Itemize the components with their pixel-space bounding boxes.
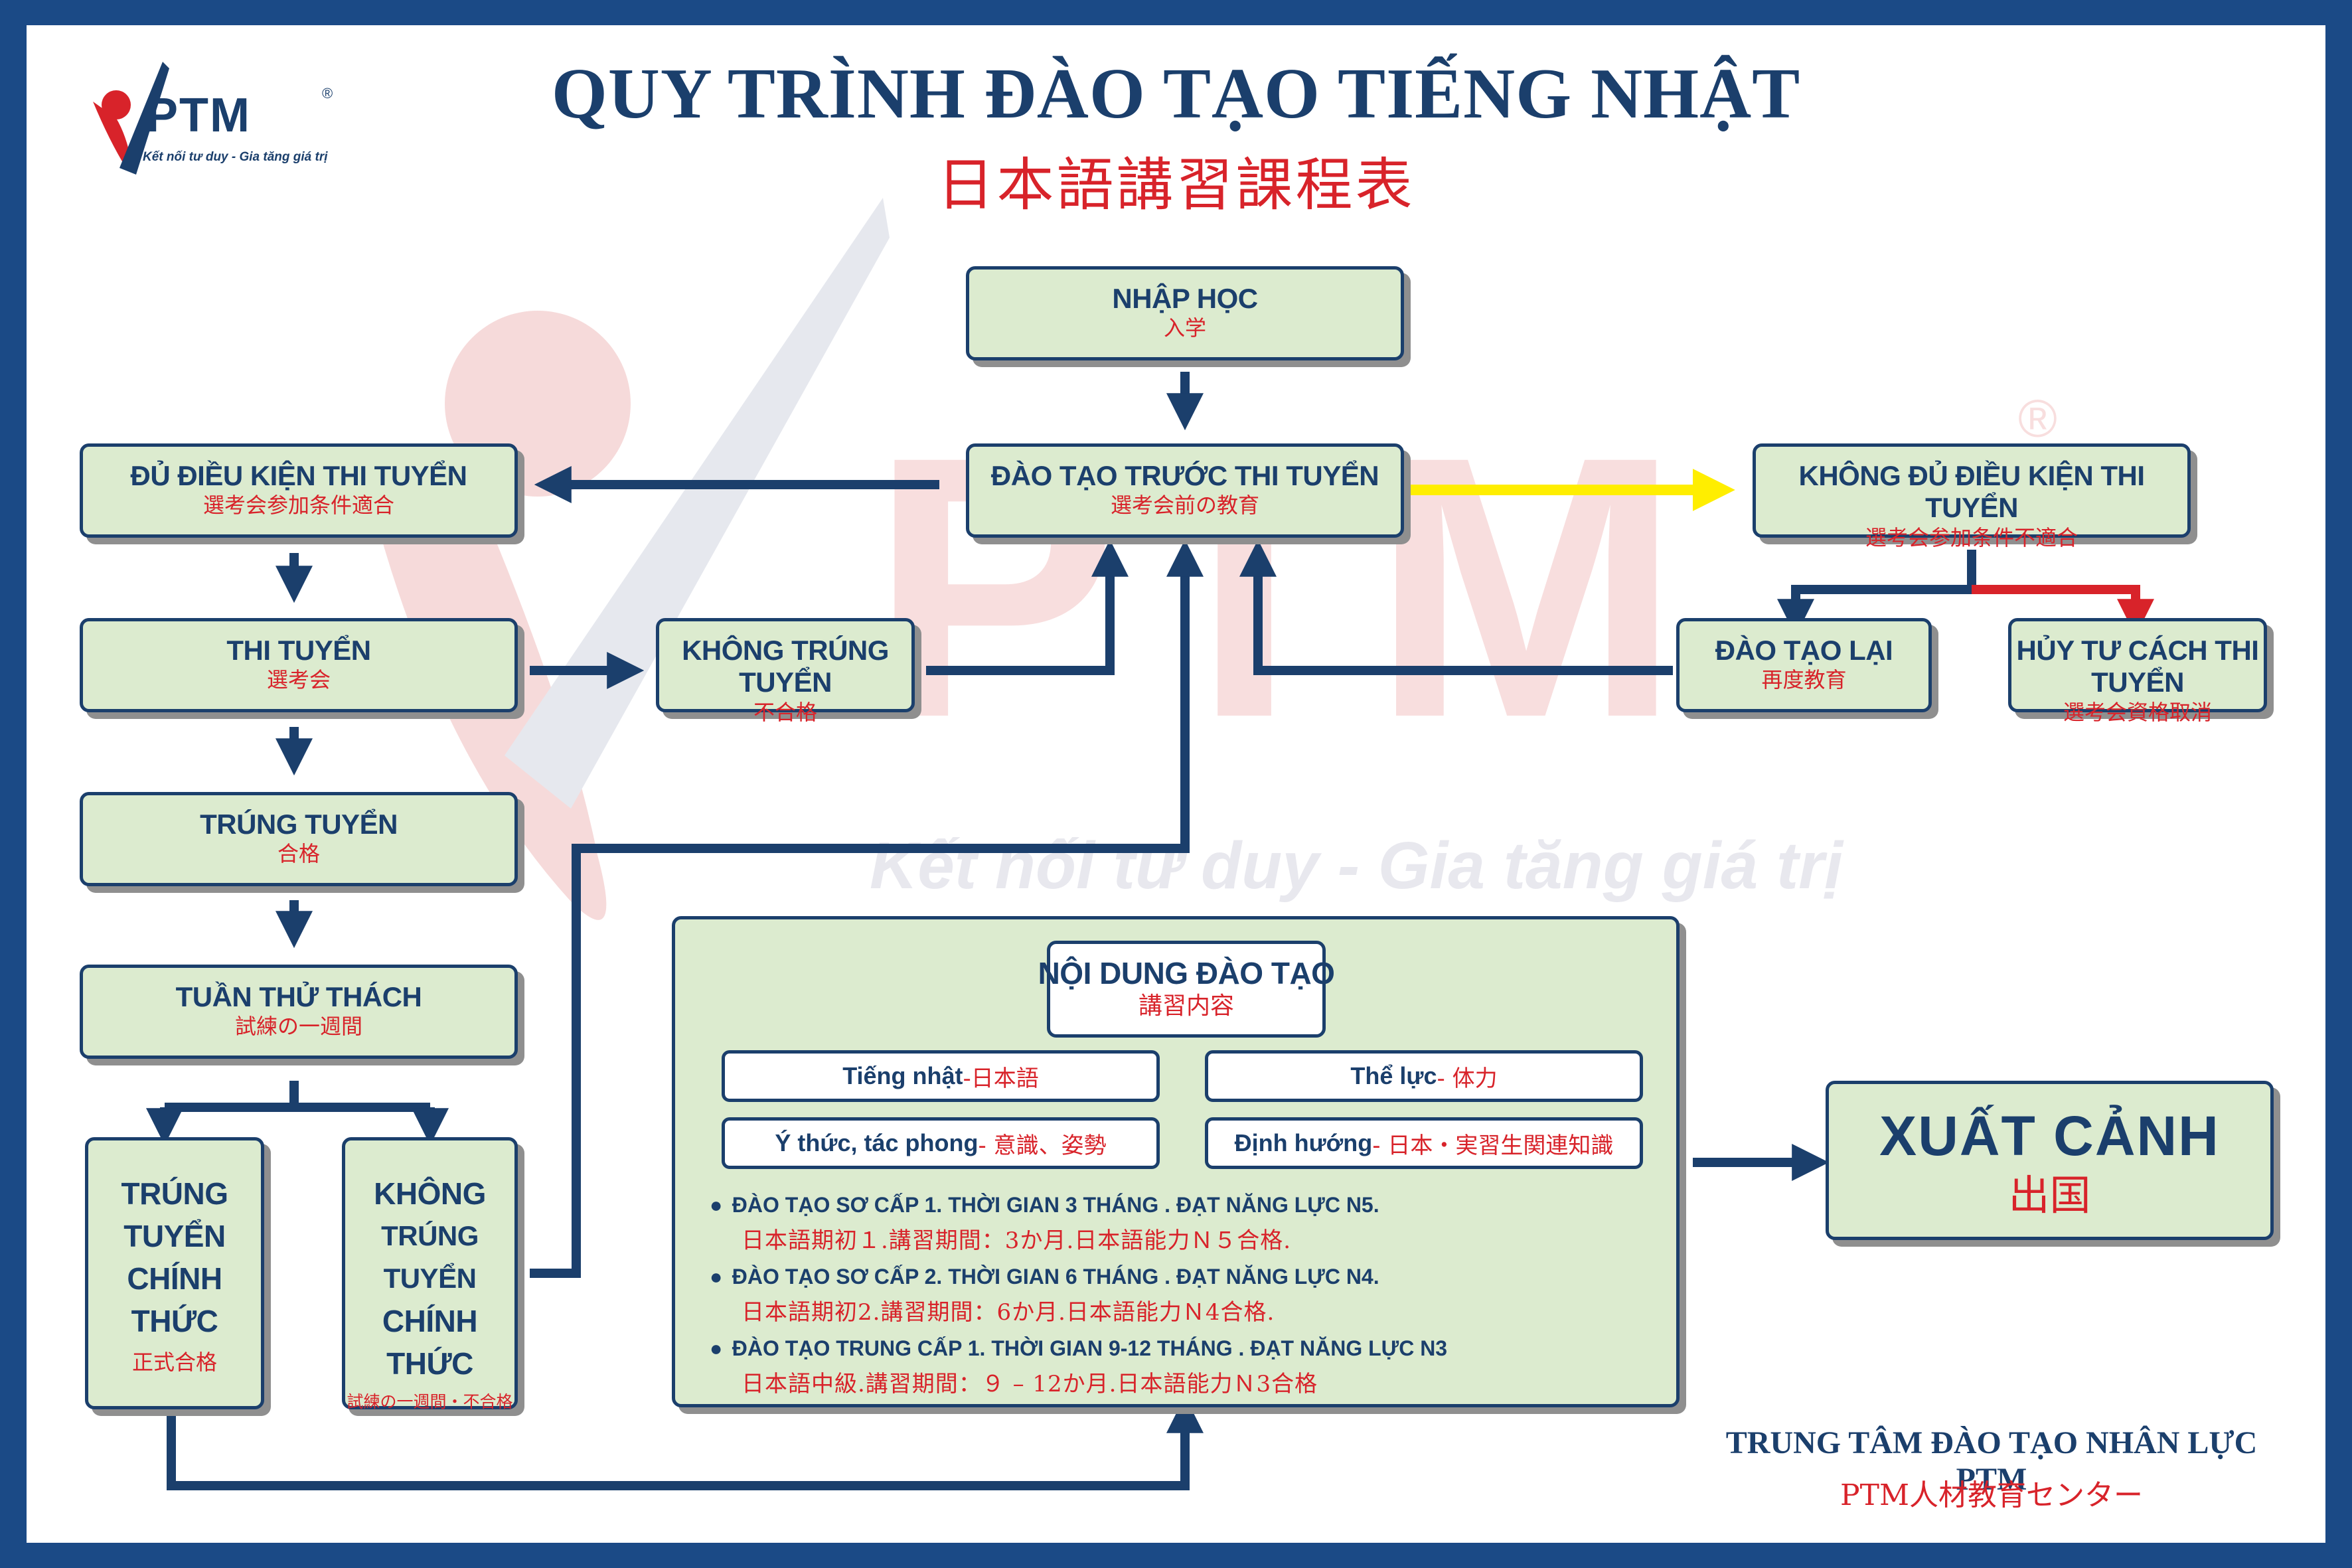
node-huy-tu-cach-vi: HỦY TƯ CÁCH THI TUYỂN: [2016, 635, 2259, 698]
node-huy-tu-cach-ja: 選考会資格取消: [2063, 699, 2212, 725]
node-khong-du-dieu-kien-vi: KHÔNG ĐỦ ĐIỀU KIỆN THI TUYỂN: [1798, 460, 2145, 524]
course-1-ja: 日本語期初１.講習期間：3か月.日本語能力Ｎ５合格.: [742, 1227, 1292, 1254]
node-khong-trung-tuyen: KHÔNG TRÚNG TUYỂN 不合格: [656, 618, 915, 725]
node-dao-tao-lai-ja: 再度教育: [1761, 667, 1847, 693]
chip-y-thuc: Ý thức, tác phong - 意識、姿勢: [722, 1117, 1160, 1169]
arrow-khongtrung-daotao: [926, 539, 1129, 675]
node-dao-tao-truoc-ja: 選考会前の教育: [1110, 493, 1259, 518]
course-list: ● ĐÀO TẠO SƠ CẤP 1. THỜI GIAN 3 THÁNG . …: [710, 1193, 1666, 1405]
node-thi-tuyen-vi: THI TUYỂN: [226, 635, 371, 666]
node-xuat-canh: XUẤT CẢNH 出国: [1826, 1081, 2274, 1240]
trung-tuyen-chinh-thuc-line-2: TUYỂN: [123, 1219, 226, 1253]
chip-the-luc: Thể lực - 体力: [1205, 1050, 1643, 1102]
node-nhap-hoc-vi: NHẬP HỌC: [1112, 283, 1258, 314]
chip-the-luc-ja: - 体力: [1437, 1065, 1498, 1092]
trung-tuyen-chinh-thuc-line-1: TRÚNG: [121, 1176, 228, 1211]
logo-tagline: Kết nối tư duy - Gia tăng giá trị: [143, 150, 328, 164]
khong-chinh-thuc-line-3: CHÍNH: [382, 1304, 478, 1338]
course-2: ● ĐÀO TẠO SƠ CẤP 2. THỜI GIAN 6 THÁNG . …: [710, 1265, 1379, 1289]
training-title-ja: 講習内容: [1138, 992, 1234, 1020]
training-title-vi: NỘI DUNG ĐÀO TẠO: [1038, 956, 1335, 991]
course-3-vi: ĐÀO TẠO TRUNG CẤP 1. THỜI GIAN 9-12 THÁN…: [732, 1336, 1448, 1360]
node-trung-tuyen-vi: TRÚNG TUYỂN: [200, 809, 398, 840]
chip-dinh-huong: Định hướng - 日本・実習生関連知識: [1205, 1117, 1643, 1169]
course-2-ja: 日本語期初2.講習期間：6か月.日本語能力Ｎ4合格.: [742, 1299, 1275, 1326]
node-khong-trung-tuyen-chinh-thuc: KHÔNG TRÚNG TUYỂN CHÍNH THỨC 試練の一週間・不合格: [342, 1137, 518, 1411]
flow-connectors: [146, 372, 2154, 1490]
course-3-ja: 日本語中級.講習期間：９ – 12か月.日本語能力Ｎ3合格: [742, 1371, 1318, 1397]
arrow-daotaolai-daotao: [1239, 539, 1673, 675]
khong-chinh-thuc-ja: 試練の一週間・不合格: [347, 1392, 513, 1411]
arrow-chinhthuc-noidung: [167, 1395, 1204, 1490]
node-dao-tao-lai: ĐÀO TẠO LẠI 再度教育: [1676, 618, 1932, 712]
chip-tieng-nhat-ja: -日本語: [963, 1065, 1039, 1092]
training-content-panel: NỘI DUNG ĐÀO TẠO 講習内容 Tiếng nhật-日本語 Thể…: [672, 916, 1680, 1407]
training-title: NỘI DUNG ĐÀO TẠO 講習内容: [1038, 941, 1335, 1038]
course-1-bullet: ●: [710, 1193, 723, 1217]
chip-dinh-huong-ja: - 日本・実習生関連知識: [1372, 1132, 1614, 1159]
ptm-logo: [93, 62, 169, 175]
node-du-dieu-kien-ja: 選考会参加条件適合: [202, 493, 394, 518]
course-2-ja-row: 日本語期初2.講習期間：6か月.日本語能力Ｎ4合格.: [742, 1294, 1275, 1326]
node-thi-tuyen-ja: 選考会: [266, 667, 331, 693]
node-trung-tuyen-chinh-thuc: TRÚNG TUYỂN CHÍNH THỨC 正式合格: [85, 1137, 264, 1409]
node-nhap-hoc: NHẬP HỌC 入学: [966, 266, 1404, 360]
node-khong-trung-tuyen-ja: 不合格: [753, 699, 817, 725]
footer-center-vi: TRUNG TÂM ĐÀO TẠO NHÂN LỰC PTM: [1725, 1425, 2258, 1497]
arrow-khongdu-daotaolai: [1777, 550, 1976, 637]
course-2-vi: ĐÀO TẠO SƠ CẤP 2. THỜI GIAN 6 THÁNG . ĐẠ…: [732, 1265, 1379, 1289]
course-3: ● ĐÀO TẠO TRUNG CẤP 1. THỜI GIAN 9-12 TH…: [710, 1336, 1447, 1361]
logo-registered: ®: [322, 85, 333, 102]
node-huy-tu-cach: HỦY TƯ CÁCH THI TUYỂN 選考会資格取消: [2008, 618, 2267, 725]
node-khong-trung-tuyen-vi: KHÔNG TRÚNG TUYỂN: [682, 635, 889, 698]
node-thi-tuyen: THI TUYỂN 選考会: [80, 618, 518, 712]
chip-tieng-nhat-vi: Tiếng nhật: [842, 1062, 963, 1089]
chip-dinh-huong-vi: Định hướng: [1234, 1129, 1373, 1156]
chip-tieng-nhat: Tiếng nhật-日本語: [722, 1050, 1160, 1102]
node-dao-tao-lai-vi: ĐÀO TẠO LẠI: [1715, 635, 1893, 666]
khong-chinh-thuc-line-2: TRÚNG TUYỂN: [381, 1220, 479, 1294]
node-tuan-thu-thach-vi: TUẦN THỬ THÁCH: [175, 981, 422, 1012]
arrow-khongchinhthuc-daotao: [530, 539, 1204, 1278]
course-1-vi: ĐÀO TẠO SƠ CẤP 1. THỜI GIAN 3 THÁNG . ĐẠ…: [732, 1193, 1379, 1217]
node-dao-tao-truoc-thi-tuyen: ĐÀO TẠO TRƯỚC THI TUYỂN 選考会前の教育: [966, 443, 1404, 538]
page-subtitle: 日本語講習課程表: [937, 152, 1415, 218]
page-title: QUY TRÌNH ĐÀO TẠO TIẾNG NHẬT: [551, 54, 1801, 133]
node-dao-tao-truoc-vi: ĐÀO TẠO TRƯỚC THI TUYỂN: [990, 460, 1379, 491]
node-khong-du-dieu-kien-ja: 選考会参加条件不適合: [1865, 524, 2078, 550]
node-trung-tuyen: TRÚNG TUYỂN 合格: [80, 792, 518, 886]
node-nhap-hoc-ja: 入学: [1163, 315, 1206, 341]
khong-chinh-thuc-line-1: KHÔNG: [374, 1176, 486, 1211]
logo-brand: PTM: [146, 89, 251, 142]
chip-y-thuc-vi: Ý thức, tác phong: [775, 1129, 979, 1156]
trung-tuyen-chinh-thuc-line-4: THỨC: [131, 1304, 218, 1338]
arrow-tuanthuthach-split: [160, 1081, 435, 1127]
node-tuan-thu-thach-ja: 試練の一週間: [234, 1014, 362, 1040]
node-du-dieu-kien: ĐỦ ĐIỀU KIỆN THI TUYỂN 選考会参加条件適合: [80, 443, 518, 538]
khong-chinh-thuc-line-4: THỨC: [386, 1346, 473, 1381]
xuat-canh-vi: XUẤT CẢNH: [1879, 1105, 2220, 1167]
node-trung-tuyen-ja: 合格: [277, 841, 320, 867]
node-khong-du-dieu-kien: KHÔNG ĐỦ ĐIỀU KIỆN THI TUYỂN 選考会参加条件不適合: [1753, 443, 2191, 550]
xuat-canh-ja: 出国: [2008, 1171, 2091, 1219]
poster: PTM ® Kết nối tư duy - Gia tăng giá trị …: [27, 25, 2325, 1543]
course-1: ● ĐÀO TẠO SƠ CẤP 1. THỜI GIAN 3 THÁNG . …: [710, 1193, 1379, 1217]
course-2-bullet: ●: [710, 1265, 723, 1289]
trung-tuyen-chinh-thuc-line-3: CHÍNH: [127, 1261, 222, 1296]
course-1-ja-row: 日本語期初１.講習期間：3か月.日本語能力Ｎ５合格.: [742, 1222, 1291, 1255]
course-3-bullet: ●: [710, 1336, 723, 1360]
course-3-ja-row: 日本語中級.講習期間：９ – 12か月.日本語能力Ｎ3合格: [742, 1366, 1318, 1398]
node-tuan-thu-thach: TUẦN THỬ THÁCH 試練の一週間: [80, 965, 518, 1059]
trung-tuyen-chinh-thuc-ja: 正式合格: [131, 1350, 217, 1375]
arrow-khongdu-huytucach-red: [1972, 585, 2154, 637]
node-du-dieu-kien-vi: ĐỦ ĐIỀU KIỆN THI TUYỂN: [130, 460, 467, 491]
footer-center-ja: PTM人材教育センター: [1840, 1478, 2143, 1512]
chip-the-luc-vi: Thể lực: [1350, 1062, 1437, 1089]
chip-y-thuc-ja: - 意識、姿勢: [978, 1132, 1107, 1159]
